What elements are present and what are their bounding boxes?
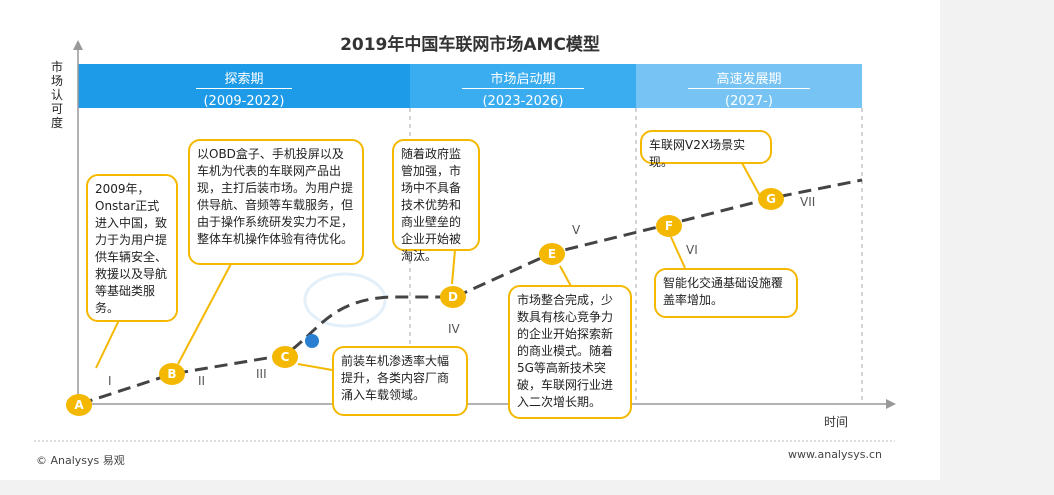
phase-rapid-growth: 高速发展期 (2027-)	[636, 64, 862, 109]
pointer-d	[451, 249, 456, 285]
marker-b: B	[159, 363, 185, 385]
phase-years: (2023-2026)	[482, 94, 564, 109]
marker-f: F	[656, 215, 682, 237]
watermark-ring	[303, 272, 387, 328]
phase-name: 高速发展期	[688, 68, 810, 89]
stage-vi: VI	[686, 243, 698, 257]
stage-i: I	[108, 374, 112, 388]
pointer-b	[177, 261, 233, 365]
callout-pointers	[95, 162, 761, 371]
watermark	[303, 272, 387, 328]
stage-iv: IV	[448, 322, 460, 336]
callout-f: 智能化交通基础设施覆盖率增加。	[654, 268, 798, 318]
stage-ii: II	[198, 374, 206, 388]
callout-a: 2009年，Onstar正式进入中国，致力于为用户提供车辆安全、救援以及导航等基…	[86, 174, 178, 322]
pointer-c	[297, 363, 333, 371]
stage-iii: III	[256, 367, 267, 381]
footer-brand: © Analysys 易观	[36, 454, 125, 467]
marker-c: C	[272, 346, 298, 368]
diagram-graphics	[34, 40, 896, 442]
phase-years: (2009-2022)	[203, 94, 285, 109]
x-axis-label: 时间	[824, 415, 849, 429]
callout-g: 车联网V2X场景实现。	[640, 130, 772, 169]
marker-g: G	[758, 188, 784, 210]
y-axis-arrow-icon	[73, 40, 83, 50]
footer-url: www.analysys.cn	[788, 448, 882, 461]
pointer-e	[559, 265, 573, 289]
pointer-g	[741, 162, 761, 197]
phase-name: 探索期	[196, 68, 292, 89]
marker-a: A	[66, 394, 92, 416]
chart-card: 2019年中国车联网市场AMC模型 探索期 (2009-2022) 市场启动期 …	[0, 0, 940, 480]
phase-name: 市场启动期	[462, 68, 584, 89]
callout-c: 前装车机渗透率大幅提升，各类内容厂商涌入车载领域。	[332, 346, 468, 416]
chart-title: 2019年中国车联网市场AMC模型	[340, 35, 600, 55]
y-axis-label: 市场认可度	[50, 60, 63, 130]
amc-curve	[79, 178, 863, 406]
x-axis-arrow-icon	[886, 399, 896, 409]
stage-vii: VII	[800, 195, 816, 209]
callout-b: 以OBD盒子、手机投屏以及车机为代表的车联网产品出现，主打后装市场。为用户提供导…	[188, 139, 364, 265]
pointer-a	[95, 317, 121, 369]
callout-d: 随着政府监管加强，市场中不具备技术优势和商业壁垒的企业开始被淘汰。	[392, 139, 480, 263]
pointer-f	[670, 236, 686, 269]
marker-d: D	[440, 286, 466, 308]
stage-v: V	[572, 223, 581, 237]
phase-launch: 市场启动期 (2023-2026)	[410, 64, 636, 109]
phase-exploration: 探索期 (2009-2022)	[78, 64, 410, 109]
phase-years: (2027-)	[725, 94, 773, 109]
transition-dot	[305, 334, 319, 348]
callout-e: 市场整合完成，少数具有核心竞争力的企业开始探索新的商业模式。随着5G等高新技术突…	[508, 285, 632, 419]
marker-e: E	[539, 243, 565, 265]
